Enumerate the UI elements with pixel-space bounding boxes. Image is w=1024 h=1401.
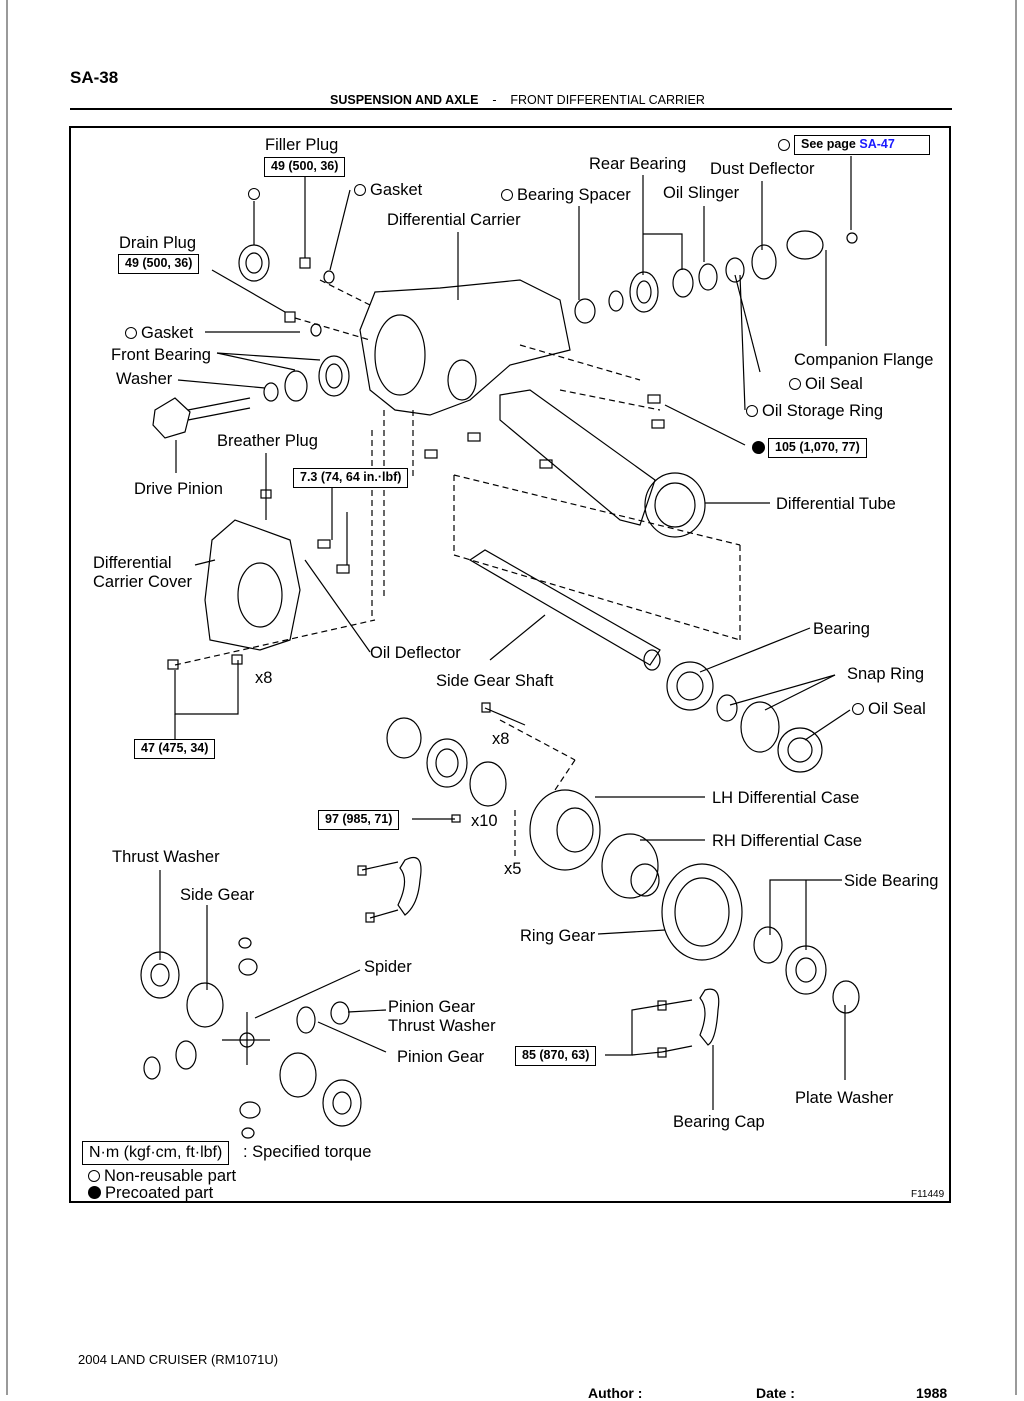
label-side-gear-shaft: Side Gear Shaft xyxy=(436,672,554,690)
legend-torque-unit: N·m (kgf·cm, ft·lbf) xyxy=(82,1141,230,1165)
legend-non-reusable: Non-reusable part xyxy=(88,1168,236,1185)
bolt-shapes xyxy=(167,257,693,1058)
figure-id: F11449 xyxy=(911,1189,945,1200)
non-reusable-circle-icon xyxy=(354,184,366,196)
precoated-dot-icon xyxy=(88,1186,101,1199)
label-pinion-gear-thrust-washer-2: Thrust Washer xyxy=(388,1017,496,1035)
label-gasket-top: Gasket xyxy=(354,182,422,199)
label-drive-pinion: Drive Pinion xyxy=(134,480,223,498)
non-reusable-circle-icon xyxy=(125,327,137,339)
label-lh-differential-case: LH Differential Case xyxy=(712,789,860,807)
label-snap-ring: Snap Ring xyxy=(847,665,925,683)
label-oil-deflector: Oil Deflector xyxy=(370,644,461,662)
label-bearing-spacer: Bearing Spacer xyxy=(501,187,631,204)
diagram-frame xyxy=(69,126,951,1203)
label-qty-x5: x5 xyxy=(504,860,522,878)
non-reusable-circle-icon xyxy=(778,139,790,151)
alignment-dashes xyxy=(174,279,741,860)
label-differential-carrier-cover-2: Carrier Cover xyxy=(93,573,193,591)
non-reusable-circle-icon xyxy=(789,378,801,390)
carrier-housing xyxy=(359,279,571,416)
label-side-gear: Side Gear xyxy=(180,886,255,904)
label-spider: Spider xyxy=(364,958,412,976)
precoated-dot-icon xyxy=(752,441,765,454)
total-page-number: 1988 xyxy=(916,1385,948,1401)
label-filler-plug: Filler Plug xyxy=(265,136,339,154)
non-reusable-circle-icon xyxy=(88,1170,100,1182)
label-plate-washer: Plate Washer xyxy=(795,1089,894,1107)
label-differential-carrier: Differential Carrier xyxy=(387,211,521,229)
date-field: Date : xyxy=(756,1385,795,1401)
label-gasket-left: Gasket xyxy=(125,325,193,342)
label-washer: Washer xyxy=(116,370,173,388)
torque-cover-bolts: 47 (475, 34) xyxy=(134,739,216,759)
label-pinion-gear: Pinion Gear xyxy=(397,1048,485,1066)
torque-bearing-cap-bolts: 85 (870, 63) xyxy=(515,1046,597,1066)
label-front-bearing: Front Bearing xyxy=(111,346,211,364)
label-differential-carrier-cover-1: Differential xyxy=(93,554,172,572)
torque-ring-gear-bolts: 97 (985, 71) xyxy=(318,810,400,830)
label-qty-x8-cover: x8 xyxy=(255,669,273,687)
see-page-ref xyxy=(778,137,794,154)
drive-pinion-shape xyxy=(152,397,251,439)
label-companion-flange: Companion Flange xyxy=(794,351,934,369)
see-page-link[interactable]: SA-47 xyxy=(859,137,895,151)
label-pinion-gear-thrust-washer-1: Pinion Gear xyxy=(388,998,476,1016)
spider-shape xyxy=(222,1012,270,1065)
non-reusable-marker-filler xyxy=(248,186,264,203)
section-header: SUSPENSION AND AXLE - FRONT DIFFERENTIAL… xyxy=(330,93,705,107)
subsection-title: FRONT DIFFERENTIAL CARRIER xyxy=(510,93,705,107)
torque-breather: 7.3 (74, 64 in.·lbf) xyxy=(293,468,409,488)
legend-torque-desc: : Specified torque xyxy=(243,1143,372,1161)
non-reusable-circle-icon xyxy=(746,405,758,417)
page-number: SA-38 xyxy=(70,68,119,87)
label-differential-tube: Differential Tube xyxy=(776,495,896,513)
header-rule xyxy=(70,108,952,110)
label-oil-seal-flange: Oil Seal xyxy=(789,376,863,393)
section-title: SUSPENSION AND AXLE xyxy=(330,93,479,107)
bearing-cap-shapes xyxy=(397,856,720,1046)
non-reusable-circle-icon xyxy=(248,188,260,200)
label-rear-bearing: Rear Bearing xyxy=(589,155,687,173)
non-reusable-circle-icon xyxy=(501,189,513,201)
differential-tube-shape xyxy=(499,389,706,538)
side-gear-shaft-shape xyxy=(468,549,661,671)
label-ring-gear: Ring Gear xyxy=(520,927,596,945)
author-field: Author : xyxy=(588,1385,643,1401)
carrier-cover-shape xyxy=(204,519,301,651)
precoated-marker-flange-nut xyxy=(752,440,769,457)
label-breather-plug: Breather Plug xyxy=(217,432,318,450)
page-edge-left xyxy=(6,0,8,1395)
see-page-box: See page SA-47 xyxy=(794,135,930,155)
leader-lines xyxy=(159,156,852,1110)
label-side-bearing: Side Bearing xyxy=(844,872,939,890)
non-reusable-circle-icon xyxy=(852,703,864,715)
torque-filler-plug: 49 (500, 36) xyxy=(264,157,346,177)
label-drain-plug: Drain Plug xyxy=(119,234,197,252)
label-thrust-washer: Thrust Washer xyxy=(112,848,220,866)
legend-precoated: Precoated part xyxy=(88,1185,213,1202)
label-bearing: Bearing xyxy=(813,620,870,638)
round-parts xyxy=(140,230,860,1139)
page-footer: 2004 LAND CRUISER (RM1071U) xyxy=(78,1352,279,1367)
label-oil-seal-tube: Oil Seal xyxy=(852,701,926,718)
label-dust-deflector: Dust Deflector xyxy=(710,160,815,178)
label-rh-differential-case: RH Differential Case xyxy=(712,832,863,850)
label-qty-x10: x10 xyxy=(471,812,498,830)
label-qty-x8-case: x8 xyxy=(492,730,510,748)
torque-flange-nut: 105 (1,070, 77) xyxy=(768,438,867,458)
torque-drain-plug: 49 (500, 36) xyxy=(118,254,200,274)
section-separator: - xyxy=(492,93,497,107)
label-oil-slinger: Oil Slinger xyxy=(663,184,740,202)
page-edge-right xyxy=(1015,0,1017,1395)
label-oil-storage-ring: Oil Storage Ring xyxy=(746,403,883,420)
label-bearing-cap: Bearing Cap xyxy=(673,1113,765,1131)
